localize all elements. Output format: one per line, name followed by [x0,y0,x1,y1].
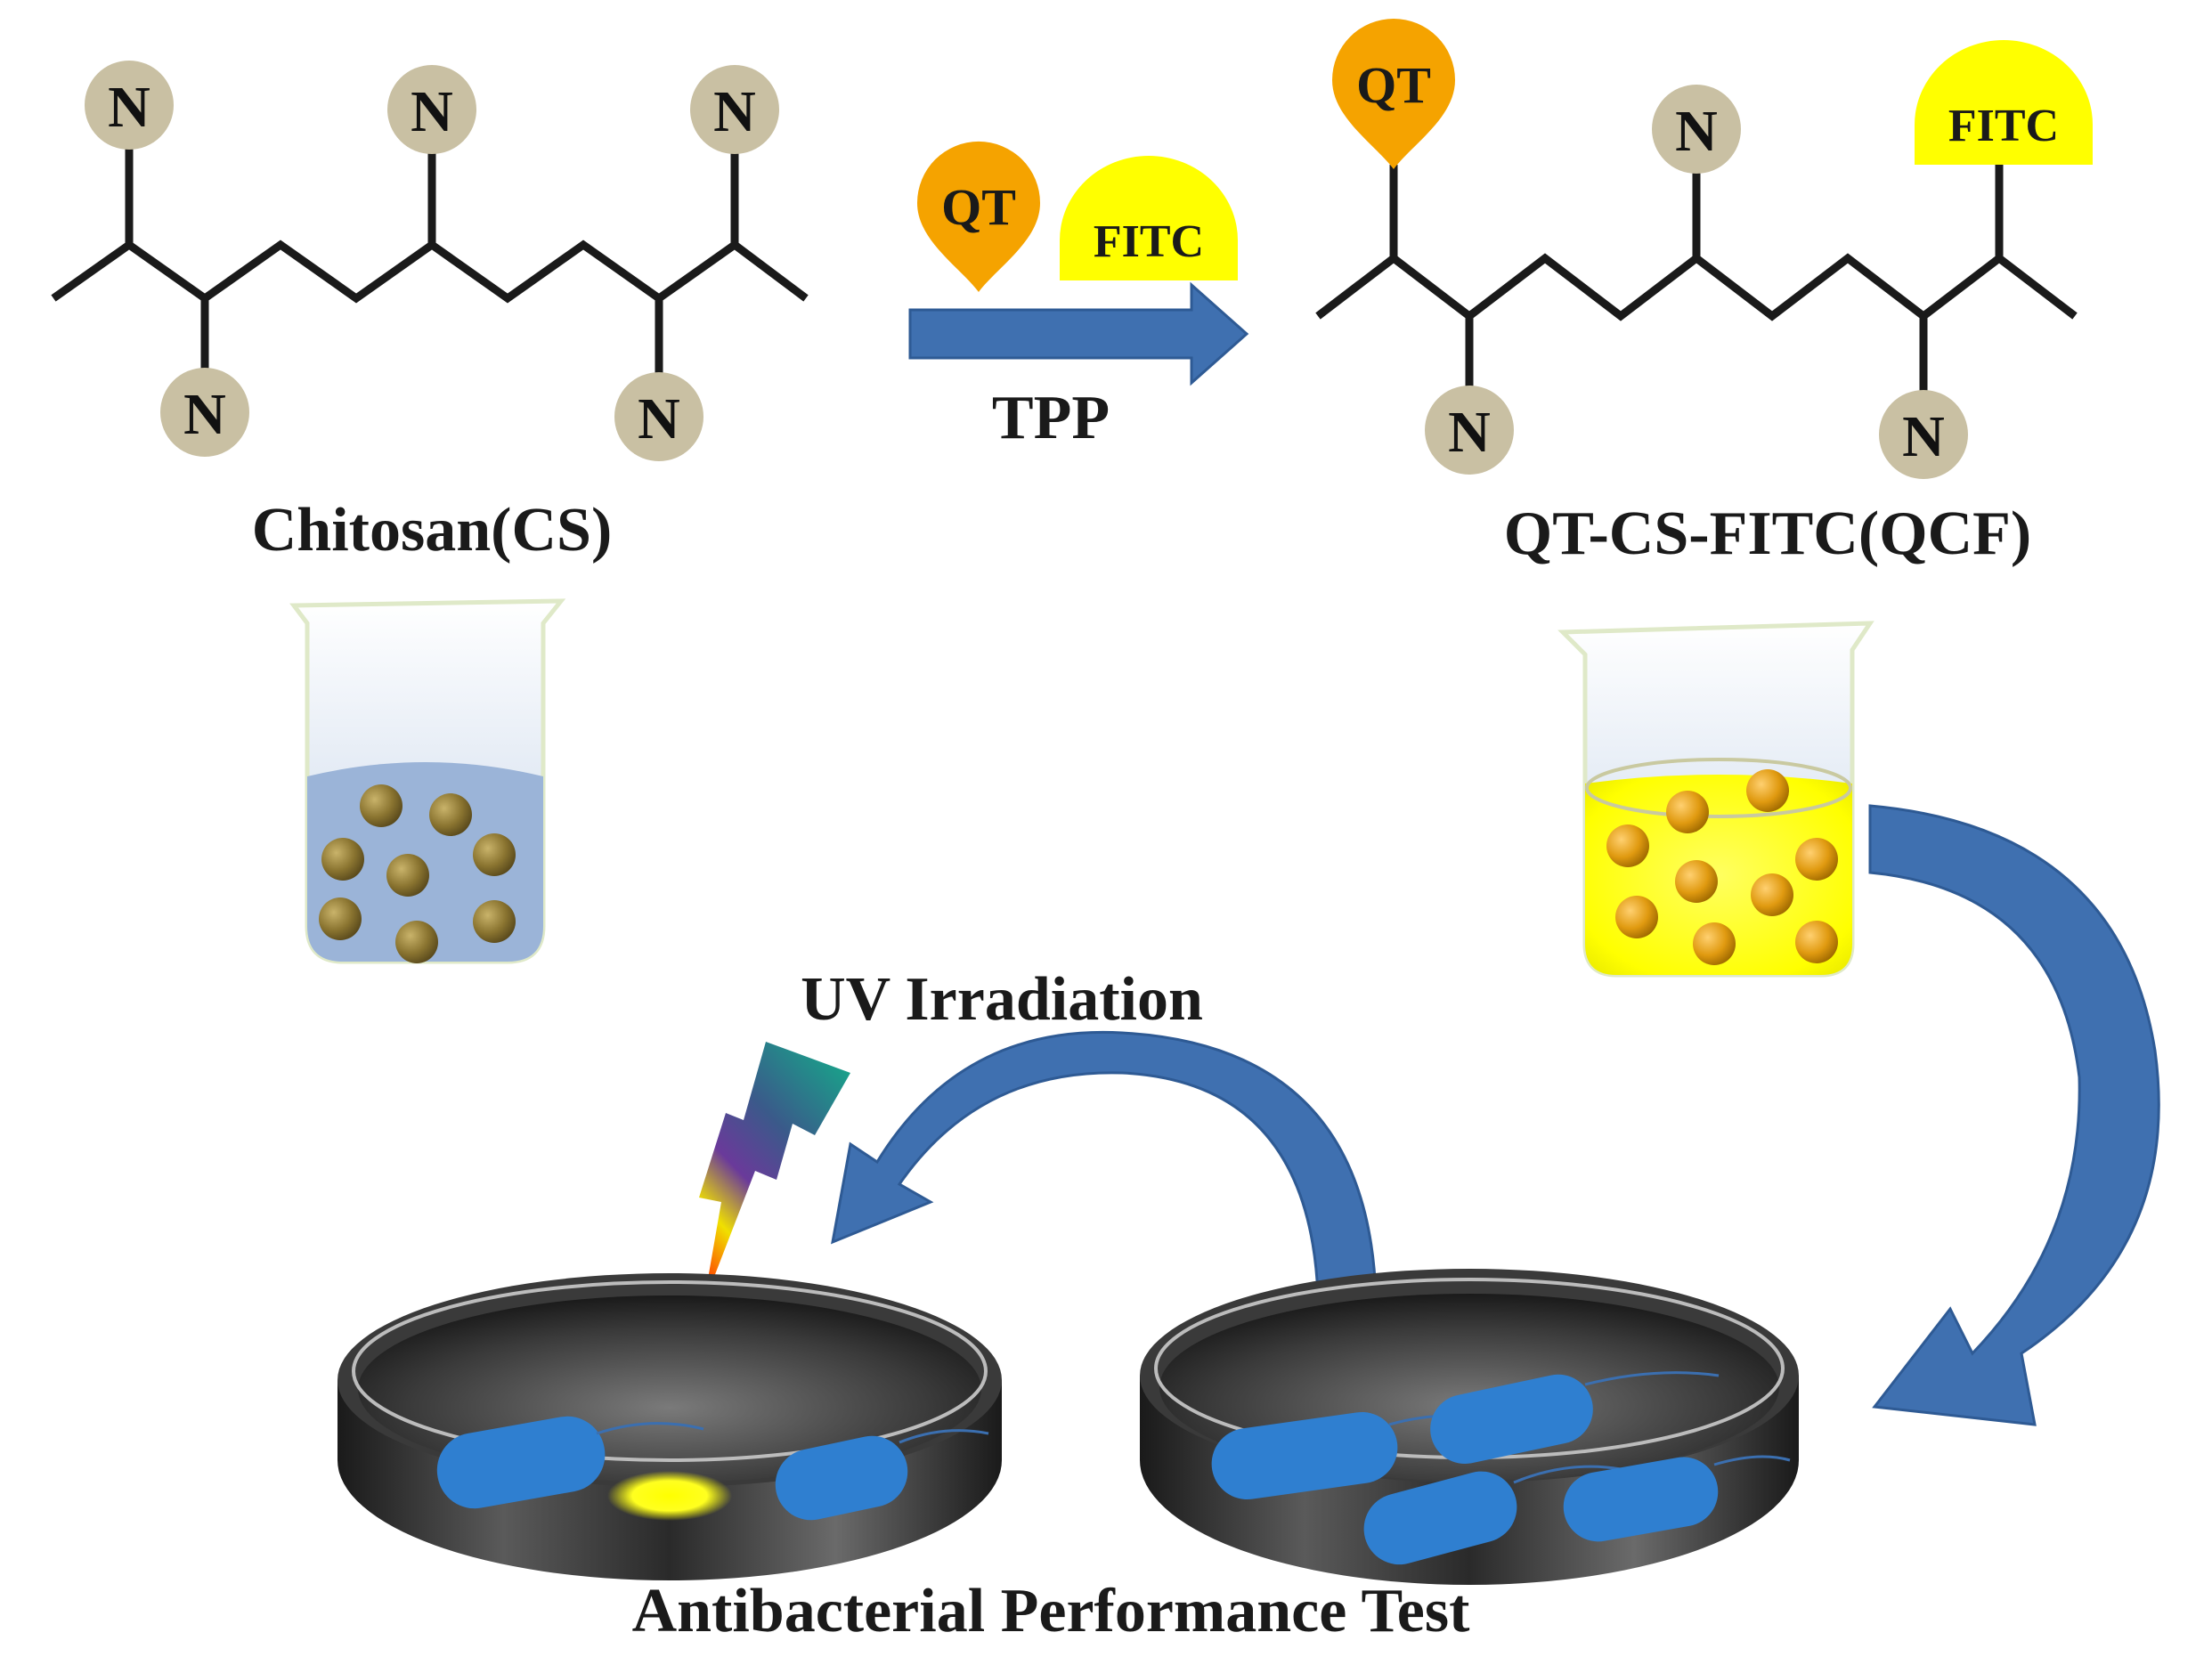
beaker-icon [1557,621,1875,978]
svg-text:N: N [108,75,150,140]
amine-group: N [387,65,476,154]
nanoparticle-group [1606,769,1838,965]
chitosan-backbone [51,240,809,304]
qcf-spot [607,1471,732,1521]
svg-text:N: N [183,382,226,447]
svg-text:N: N [1448,400,1491,465]
amine-group: N [614,372,703,461]
bacterium-icon [1430,1371,1720,1465]
svg-text:FITC: FITC [1094,216,1204,267]
qcf-backbone [1315,253,2078,321]
amine-group: N [1652,85,1741,174]
uv-label: UV Irradiation [801,965,1203,1034]
qcf-structure: QT N FITC N N [1315,19,2093,479]
lightning-bolt-icon [699,1042,850,1304]
svg-text:N: N [1902,404,1945,469]
amine-group: N [690,65,779,154]
amine-group: N [1425,386,1514,475]
curved-arrow-icon [1868,804,2160,1426]
svg-text:QT: QT [1356,56,1431,114]
amine-group: N [1879,390,1968,479]
fitc-marker: FITC [1915,40,2093,165]
reagent-label: TPP [992,384,1110,452]
bacterium-icon [775,1429,989,1521]
svg-text:FITC: FITC [1948,101,2059,151]
product-label: QT-CS-FITC(QCF) [1504,499,2031,568]
petri-dish-icon [1140,1269,1799,1585]
amine-group: N [85,61,174,150]
svg-text:N: N [638,386,680,451]
test-label: Antibacterial Performance Test [632,1577,1470,1645]
chitosan-structure: N N N N N [51,61,809,461]
svg-text:QT: QT [941,178,1016,236]
svg-text:N: N [713,79,756,144]
curved-arrow-icon [831,1030,1378,1297]
beaker-icon [289,598,566,964]
qt-marker: QT [917,141,1041,292]
svg-text:N: N [1675,99,1718,164]
fitc-marker: FITC [1060,156,1238,280]
bacterium-icon [1563,1455,1791,1542]
petri-dish-icon [337,1273,1002,1580]
nanoparticle-group [319,784,516,963]
reactant-label: Chitosan(CS) [252,496,613,564]
svg-text:N: N [411,79,453,144]
bacterium-icon [1363,1465,1622,1565]
bacterium-icon [436,1416,704,1509]
amine-group: N [160,368,249,457]
qt-marker: QT [1332,19,1455,169]
reaction-arrow [908,281,1249,386]
